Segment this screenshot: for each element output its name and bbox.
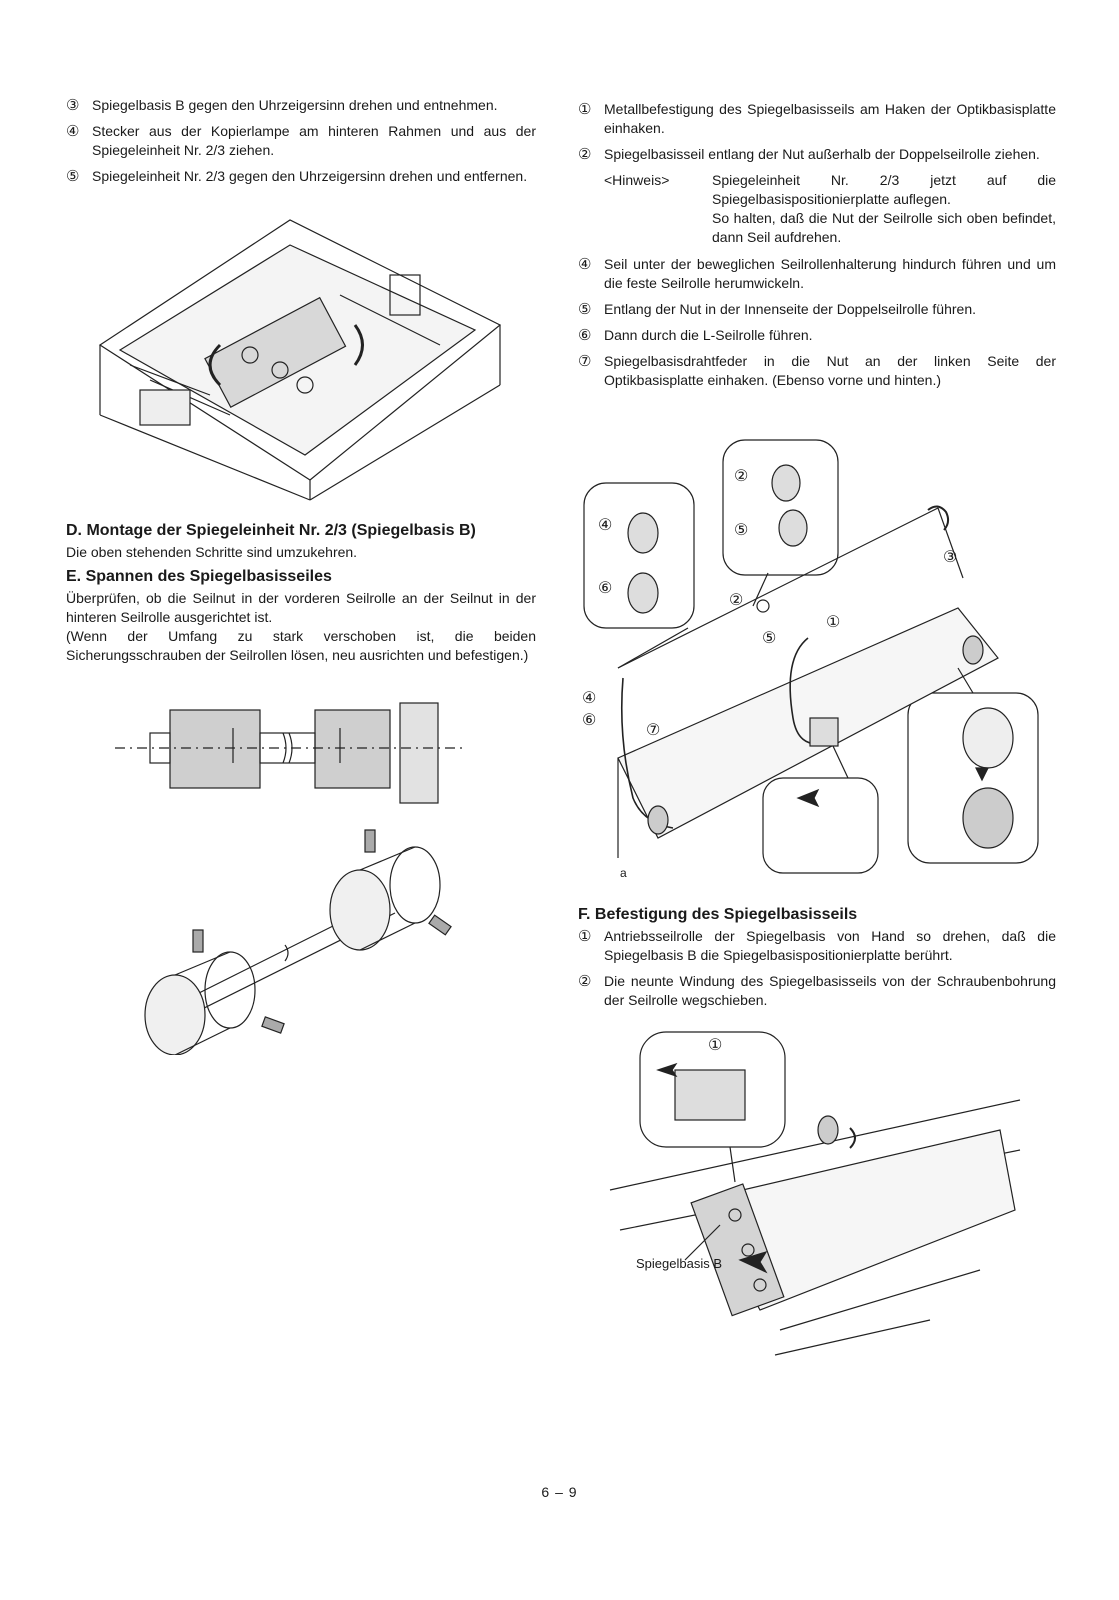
- step-right-7: ⑦ Spiegelbasisdrahtfeder in die Nut an d…: [578, 353, 1056, 388]
- step-right-5: ⑤ Entlang der Nut in der Innenseite der …: [578, 301, 977, 318]
- step-left-5: ⑤ Spiegeleinheit Nr. 2/3 gegen den Uhrze…: [66, 168, 528, 185]
- fig-label-4a: ④: [598, 517, 613, 534]
- step-left-3: ③ Spiegelbasis B gegen den Uhrzeigersinn…: [66, 97, 498, 114]
- fig-label-7: ⑦: [646, 722, 661, 739]
- section-e-text2: (Wenn der Umfang zu stark verschoben ist…: [66, 628, 536, 663]
- left-column: ③ Spiegelbasis B gegen den Uhrzeigersinn…: [66, 96, 536, 193]
- fig-f-callout-1: ①: [708, 1037, 723, 1054]
- page-number: 6 – 9: [541, 1484, 578, 1500]
- step-right-6: ⑥ Dann durch die L-Seilrolle führen.: [578, 327, 813, 344]
- step-f-1: ① Antriebsseilrolle der Spiegelbasis von…: [578, 928, 1056, 963]
- section-f-title: F. Befestigung des Spiegelbasisseils: [578, 906, 858, 923]
- fig-label-2a: ②: [734, 468, 749, 485]
- fig-label-3: ③: [943, 549, 958, 566]
- figure-cable-routing: [578, 438, 1048, 883]
- fig-label-a: a: [620, 866, 627, 880]
- step-right-4: ④ Seil unter der beweglichen Seilrollenh…: [578, 256, 1056, 291]
- figure-mirror-base-removal: [90, 215, 510, 505]
- fig-label-4b: ④: [582, 690, 597, 707]
- figure-shaft-pulleys: [125, 825, 455, 1055]
- hinweis-tag: <Hinweis>: [604, 172, 670, 188]
- section-e-text: Überprüfen, ob die Seilnut in der vorder…: [66, 590, 536, 625]
- section-f: F. Befestigung des Spiegelbasisseils ① A…: [578, 906, 1056, 1017]
- step-left-4: ④ Stecker aus der Kopierlampe am hintere…: [66, 123, 536, 158]
- step-right-1: ① Metallbefestigung des Spiegelbasisseil…: [578, 101, 1056, 136]
- step-right-2: ② Spiegelbasisseil entlang der Nut außer…: [578, 146, 1040, 163]
- section-d-text: Die oben stehenden Schritte sind umzukeh…: [66, 544, 358, 560]
- section-d-e: D. Montage der Spiegeleinheit Nr. 2/3 (S…: [66, 522, 536, 665]
- fig-label-6a: ⑥: [598, 580, 613, 597]
- step-f-2: ② Die neunte Windung des Spiegelbasissei…: [578, 973, 1056, 1008]
- figure-mirror-base-b: [600, 1030, 1030, 1360]
- section-d-title: D. Montage der Spiegeleinheit Nr. 2/3 (S…: [66, 522, 476, 539]
- fig-f-label-spiegelbasis-b: Spiegelbasis B: [636, 1256, 722, 1271]
- hinweis-note: <Hinweis> Spiegeleinheit Nr. 2/3 jetzt a…: [604, 172, 1056, 245]
- figure-pulley-alignment: [115, 698, 465, 808]
- fig-label-6b: ⑥: [582, 712, 597, 729]
- fig-label-5b: ⑤: [762, 630, 777, 647]
- section-e-title: E. Spannen des Spiegelbasisseiles: [66, 568, 332, 585]
- fig-label-5a: ⑤: [734, 522, 749, 539]
- right-column: ① Metallbefestigung des Spiegelbasisseil…: [578, 100, 1056, 397]
- fig-label-2b: ②: [729, 592, 744, 609]
- fig-label-1: ①: [826, 614, 841, 631]
